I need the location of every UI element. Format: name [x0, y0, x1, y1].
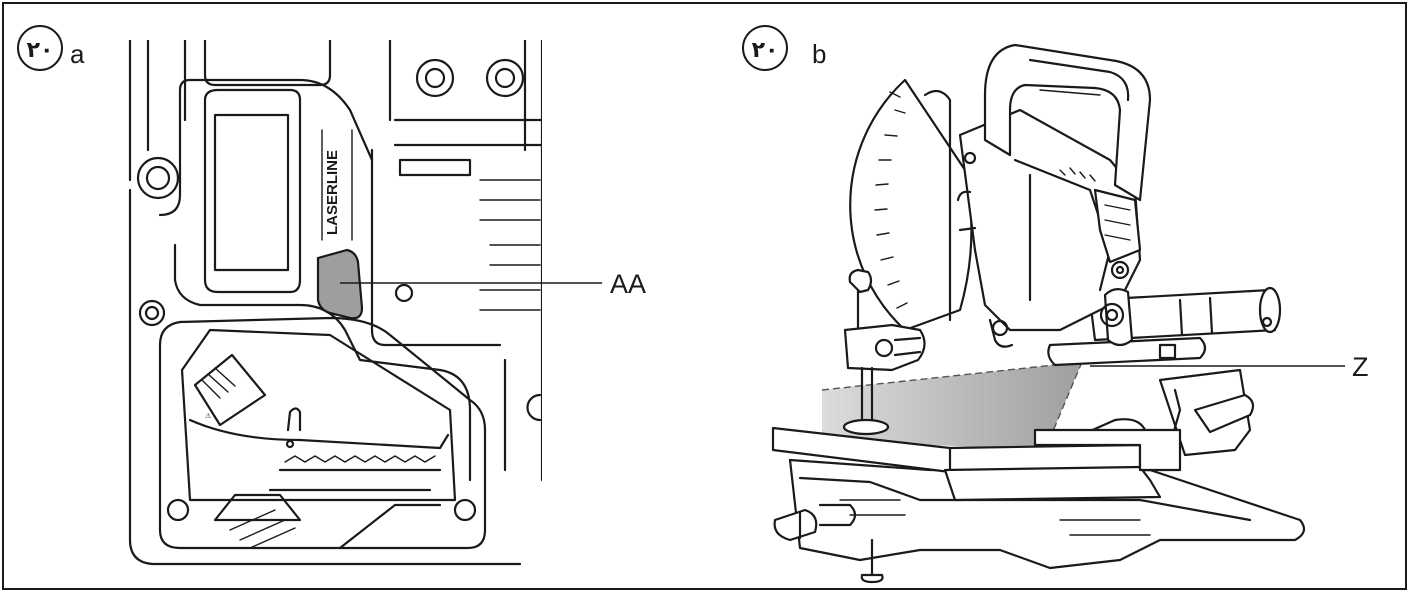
figure-badge-a [17, 25, 63, 71]
laserline-text: LASERLINE [324, 150, 341, 235]
figure-number-a: ٢٠ [27, 38, 54, 63]
figure-number-b: ٢٠ [752, 38, 779, 63]
panel-a: LASERLINE ⚠ [17, 25, 646, 566]
panel-letter-a: a [70, 39, 85, 69]
figure-badge-b [742, 25, 788, 71]
miter-saw-illustration [771, 43, 1306, 584]
panel-b: ٢٠ b [742, 25, 1369, 584]
saw-handle-closeup: LASERLINE ⚠ [128, 40, 542, 566]
laser-button [316, 248, 364, 320]
panel-letter-b: b [812, 39, 826, 69]
callout-label-z: Z [1352, 352, 1369, 382]
label-window-text: ⚠ [205, 412, 211, 420]
callout-label-aa: AA [610, 269, 646, 299]
